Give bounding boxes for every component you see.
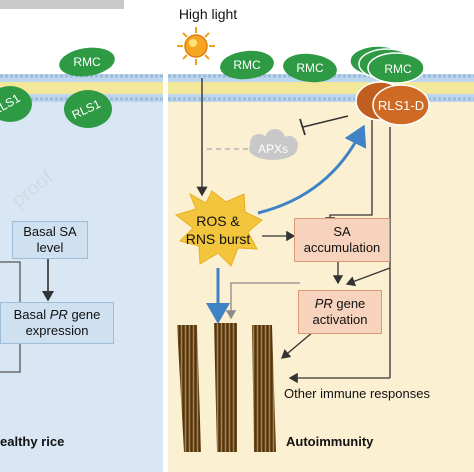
high-light-label: High light [178, 6, 238, 22]
apxs-label: APXs [258, 142, 288, 156]
right-rmc-label-b: RMC [296, 61, 324, 75]
blue-feedback-arrow [257, 124, 367, 215]
pr-activation-box: PR gene activation [298, 290, 382, 334]
sa-accumulation-box: SA accumulation [294, 218, 390, 262]
ros-label-1: ROS & [196, 213, 240, 229]
top-bar [0, 0, 124, 9]
sun-icon [177, 27, 215, 65]
apxs-cloud: APXs [249, 129, 298, 160]
inhibition-line [299, 115, 349, 136]
other-immune-label: Other immune responses [284, 386, 430, 401]
right-rmc-b: RMC [283, 53, 337, 83]
ros-label-2: RNS burst [186, 231, 251, 247]
left-rls1-b: RLS1 [64, 90, 112, 128]
left-rmc: RMC [59, 47, 115, 77]
gray-sa-arrow [225, 282, 300, 320]
right-rmc-c: RMC [349, 45, 425, 84]
right-rmc-label-c: RMC [384, 62, 412, 76]
left-cytosol [0, 97, 163, 472]
sa-accumulation-label: SA accumulation [303, 224, 381, 255]
basal-sa-box: Basal SA level [12, 221, 88, 259]
rls1d-to-pr-branch [345, 267, 391, 287]
rls1d-label: RLS1-D [378, 98, 424, 113]
pr-activation-label: PR gene activation [312, 296, 368, 327]
rls1d-protein: RLS1-D [355, 81, 430, 126]
left-rmc-label: RMC [73, 55, 101, 69]
left-rls1-a: RLS1 [0, 86, 32, 122]
basal-sa-label: Basal SA level [23, 224, 77, 255]
pr-to-leaf-arrow [281, 331, 314, 359]
basal-pr-label: Basal PR gene expression [13, 307, 101, 338]
diseased-leaves [177, 323, 276, 452]
right-cytosol [168, 97, 474, 472]
basal-pr-box: Basal PR gene expression [0, 302, 114, 344]
right-caption: Autoimmunity [286, 434, 374, 449]
left-caption: ealthy rice [0, 434, 65, 449]
right-rmc-label-a: RMC [233, 58, 261, 72]
right-rmc-a: RMC [220, 50, 274, 80]
ros-burst: ROS & RNS burst [174, 190, 263, 267]
